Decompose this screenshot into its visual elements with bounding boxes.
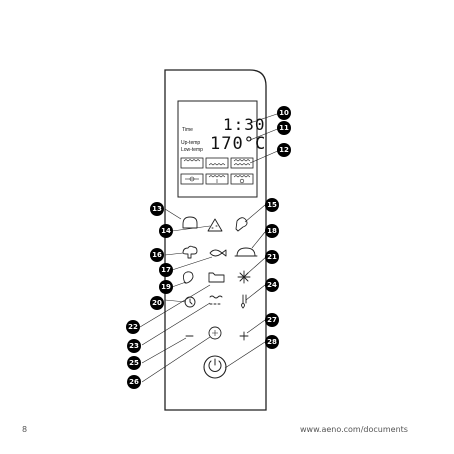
callout-20: 20 xyxy=(150,296,164,310)
callout-19: 19 xyxy=(159,280,173,294)
callout-23: 23 xyxy=(127,339,141,353)
callout-15: 15 xyxy=(265,198,279,212)
callout-17: 17 xyxy=(159,263,173,277)
callout-24: 24 xyxy=(265,278,279,292)
time-label: Time xyxy=(182,127,193,133)
callout-11: 11 xyxy=(277,121,291,135)
footer-url: www.aeno.com/documents xyxy=(300,425,408,434)
callout-25: 25 xyxy=(127,356,141,370)
lowtemp-label: Low-temp xyxy=(181,147,203,153)
time-readout: 1:30 xyxy=(223,115,266,134)
callout-22: 22 xyxy=(126,320,140,334)
callout-26: 26 xyxy=(127,375,141,389)
callout-21: 21 xyxy=(265,250,279,264)
callout-12: 12 xyxy=(277,143,291,157)
temperature-readout: 170°C xyxy=(210,134,266,154)
callout-27: 27 xyxy=(265,313,279,327)
callout-16: 16 xyxy=(150,248,164,262)
page-number: 8 xyxy=(22,425,27,434)
callout-28: 28 xyxy=(265,335,279,349)
callout-13: 13 xyxy=(150,202,164,216)
callout-14: 14 xyxy=(159,224,173,238)
callout-10: 10 xyxy=(277,106,291,120)
callout-18: 18 xyxy=(265,224,279,238)
uptemp-label: Up-temp xyxy=(181,140,200,146)
